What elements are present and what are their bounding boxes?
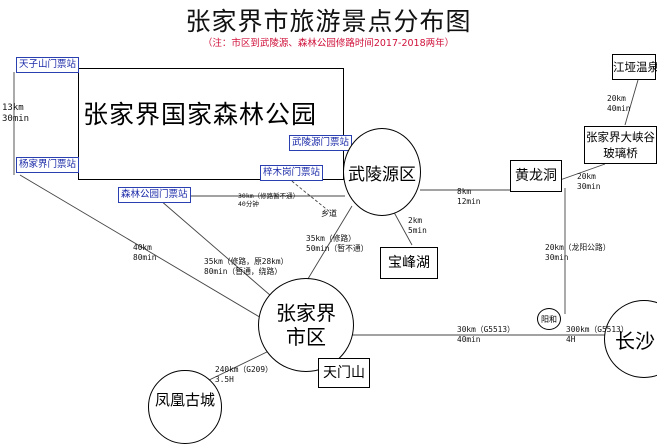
- dist-huanglong-yanghe: 20km（龙阳公路）30min: [545, 243, 611, 262]
- baofenghu: 宝峰湖: [380, 247, 438, 279]
- dist-city-yanghe: 30km（G5513）40min: [457, 325, 515, 344]
- dist-wuling-city: 35km（修路）50min（暂不通）: [306, 234, 369, 253]
- map-note: （注：市区到武陵源、森林公园修路时间2017-2018两年）: [202, 38, 455, 49]
- route-jiangya-canyon: [624, 79, 639, 126]
- gate-wulingyuan: 武陵源门票站: [289, 135, 353, 151]
- wulingyuan-district: 武陵源区: [343, 128, 421, 216]
- huanglongdong: 黄龙洞: [510, 160, 562, 192]
- gate-senlingongyuan: 森林公园门票站: [118, 187, 191, 203]
- route-lines: [13, 72, 639, 383]
- route-zimugang-dashed: [287, 177, 331, 213]
- route-yangjiajie-city: [19, 174, 269, 323]
- forest-park-label: 张家界国家森林公园: [83, 100, 318, 129]
- gate-zimugang: 梓木岗门票站: [260, 165, 324, 181]
- yanghe-node: 阳和: [537, 308, 561, 330]
- xiangdao-label: 乡道: [321, 209, 337, 218]
- tianmenshan: 天门山: [318, 358, 370, 388]
- route-wulingyuan-city: [299, 205, 353, 293]
- route-canyon-huanglong: [559, 163, 606, 181]
- map-title: 张家界市旅游景点分布图: [185, 7, 472, 36]
- dist-forest-city: 35km（修路，原28km）80min（暂通，绕路）: [204, 257, 289, 276]
- gate-tianzishan: 天子山门票站: [16, 57, 80, 73]
- gate-yangjiajie: 杨家界门票站: [16, 157, 80, 173]
- route-forestgate-city: [159, 199, 279, 303]
- dist-city-fenghuang: 240km（G209）3.5H: [215, 365, 273, 384]
- fenghuang: 凤凰古城: [148, 370, 222, 444]
- route-city-fenghuang: [204, 347, 276, 383]
- grand-canyon-bridge: 张家界大峡谷玻璃桥: [584, 126, 657, 164]
- dist-yanghe-changsha: 300km（G5513）4H: [566, 325, 629, 344]
- dist-gate-wuling: 30km（修路暂不通）40分钟: [238, 192, 300, 208]
- forest-park-box: [78, 68, 344, 180]
- city-district: 张家界市区: [258, 278, 354, 372]
- jiangya-hotspring: 江垭温泉: [612, 54, 657, 80]
